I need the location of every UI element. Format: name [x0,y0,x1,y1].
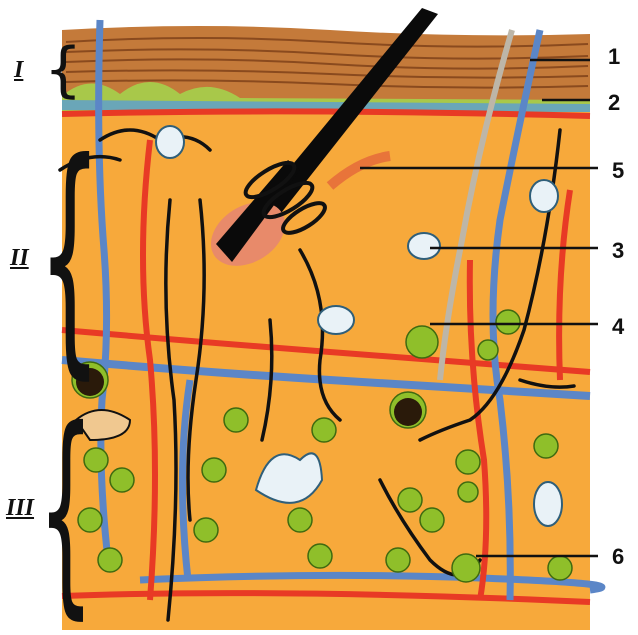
callout-label-1: 1 [608,46,620,68]
callout-label-2: 2 [608,92,620,114]
layer-label-III: III [6,496,34,520]
corpuscle-right [530,180,558,212]
callout-label-6: 6 [612,546,624,568]
callout-label-5: 5 [612,160,624,182]
callout-label-4: 4 [612,316,624,338]
brace-layer-I: { [44,40,82,100]
layer-label-I: I [14,58,23,82]
brace-layer-III: { [38,400,94,620]
layer-label-II: II [10,246,29,270]
corpuscle-mid [318,306,354,334]
corpuscle-top-left [156,126,184,158]
corpuscle-lower-right [534,482,562,526]
sweat-gland-3 [408,233,440,259]
callout-label-3: 3 [612,240,624,262]
brace-layer-II: { [38,130,102,380]
